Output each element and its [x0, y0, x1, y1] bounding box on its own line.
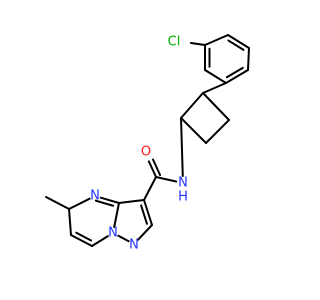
carbonyl-bond	[147, 160, 157, 178]
c-cl-bond	[189, 41, 206, 46]
amide-hydrogen-label: H	[178, 190, 188, 205]
benzene-bond	[227, 34, 250, 49]
c-n-amide-bond	[180, 117, 184, 178]
benzene-double-bond	[227, 39, 245, 51]
benzene-bond	[247, 47, 250, 71]
bond-layer	[45, 34, 250, 247]
cyclobutane-bond	[202, 92, 230, 121]
aryl-cyclobutyl-bond	[202, 82, 227, 94]
benzene-bond	[225, 69, 249, 84]
n-c-amide-bond	[155, 176, 178, 183]
amide-nitrogen-label: N	[178, 176, 188, 191]
pyrimidine-nitrogen-label: N	[90, 189, 100, 204]
pyrimidine-double-bond	[75, 231, 93, 242]
cyclobutane-bond	[180, 92, 204, 119]
pyrimidine-bond	[68, 208, 72, 236]
methyl-bond	[45, 196, 70, 210]
benzene-double-bond	[225, 66, 244, 79]
pyrimidine-bond	[70, 234, 93, 247]
pyrazole-nitrogen-label: N	[129, 238, 139, 253]
benzene-bond	[204, 69, 227, 84]
pyrazole-bond	[117, 234, 130, 243]
cyclobutane-bond	[180, 117, 207, 144]
pyrazole-double-bond	[140, 204, 148, 225]
pyrazole-bond	[113, 202, 120, 229]
pyrimidine-bond	[99, 196, 120, 204]
pyrazole-bond	[137, 224, 153, 241]
carbonyl-double-bond	[151, 158, 162, 177]
pyrazole-bond	[143, 199, 153, 226]
pyrimidine-bond	[68, 197, 91, 210]
chlorine-label: Cl	[168, 35, 181, 50]
pyrazole-bond	[118, 199, 145, 204]
pyrimidine-double-bond	[94, 199, 115, 207]
carbonyl-oxygen-label: O	[141, 145, 151, 160]
cyclobutane-bond	[205, 119, 230, 144]
bridgehead-nitrogen-label: N	[108, 226, 118, 241]
pyrimidine-bond	[91, 235, 109, 247]
benzene-bond	[204, 34, 229, 46]
amide-ring-bond	[143, 176, 157, 201]
